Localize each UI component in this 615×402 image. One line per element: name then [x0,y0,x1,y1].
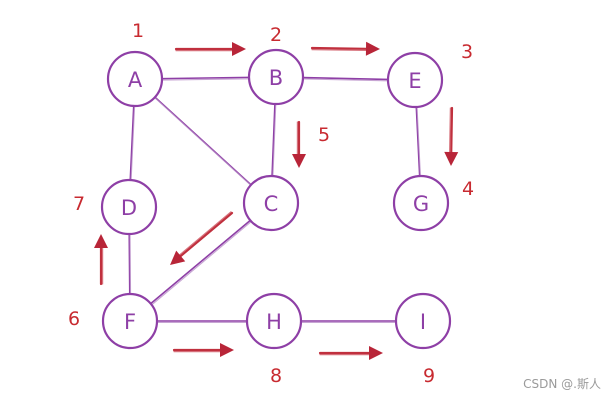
arrow-head [170,250,186,265]
arrow-head [232,42,246,56]
arrow-head [444,151,459,166]
node-circle-E [386,51,444,109]
edge-A-B [161,76,250,80]
arrow-shaft-sketch [179,211,232,256]
edge-sketch-E-G [416,107,422,178]
traversal-arrow-H-I [318,346,383,360]
node-A: A [106,50,164,108]
nodes: A B E G C F D H I [100,48,452,350]
traversal-arrow-B-E [310,41,380,56]
node-circle-A [106,50,164,108]
edge-B-C [271,103,276,177]
traversal-arrow-C-F [170,211,234,265]
arrow-head [94,234,108,248]
node-circle-H [245,292,303,350]
edge-sketch-B-C [272,104,277,178]
edge-B-E [302,76,389,81]
traversal-arrow-F-D [94,234,108,286]
order-label-B: 2 [270,24,282,46]
node-label-D: D [121,196,137,220]
edge-sketch-B-E [303,78,390,82]
node-label-E: E [408,69,421,93]
edge-D-F [128,233,131,295]
traversal-arrow-A-B [174,42,246,56]
node-C: C [242,174,300,232]
traversal-order-labels: 1 2 3 4 5 6 7 8 9 [68,20,474,387]
node-B: B [247,48,305,106]
node-D: D [100,178,158,236]
node-label-F: F [124,310,136,334]
node-circle-I [394,292,452,350]
node-E: E [386,51,444,109]
node-label-G: G [413,192,429,216]
order-label-A: 1 [132,20,144,42]
traversal-arrow-F-H [172,343,234,357]
node-label-H: H [266,310,282,334]
node-circle-D [100,178,158,236]
traversal-arrows [94,41,459,360]
edge-sketch-A-D [130,106,136,182]
edge-C-F [149,219,252,305]
arrow-head [369,346,383,360]
arrow-shaft-sketch [449,107,452,153]
node-G: G [392,174,450,232]
node-label-I: I [420,310,426,334]
order-label-G: 4 [462,178,474,200]
arrow-head [365,41,380,56]
node-circle-C [242,174,300,232]
order-label-D: 7 [73,193,85,215]
node-H: H [245,292,303,350]
node-label-C: C [264,192,279,216]
arrow-shaft-sketch [311,48,367,51]
node-circle-G [392,174,450,232]
node-circle-F [101,292,159,350]
order-label-E: 3 [461,41,473,63]
arrow-shaft [310,46,368,50]
edge-E-G [415,106,421,177]
edge-sketch-C-F [150,221,252,306]
node-I: I [394,292,452,350]
edge-sketch-D-F [129,234,132,296]
edge-sketch-A-B [162,78,251,81]
order-label-I: 9 [423,365,435,387]
watermark: CSDN @.斯人 [523,377,601,391]
arrow-head [292,154,306,168]
edge-sketch-A-C [155,98,253,187]
node-circle-B [247,48,305,106]
edges [128,76,422,323]
node-F: F [101,292,159,350]
traversal-arrow-B-C [292,120,306,168]
edge-A-D [129,105,135,181]
arrow-shaft [179,211,234,258]
arrow-shaft [450,106,454,154]
order-label-C: 5 [318,124,330,146]
arrow-head [220,343,234,357]
traversal-arrow-E-G [444,106,459,166]
order-label-H: 8 [270,365,282,387]
node-label-A: A [128,68,143,92]
order-label-F: 6 [68,308,80,330]
node-label-B: B [269,66,283,90]
